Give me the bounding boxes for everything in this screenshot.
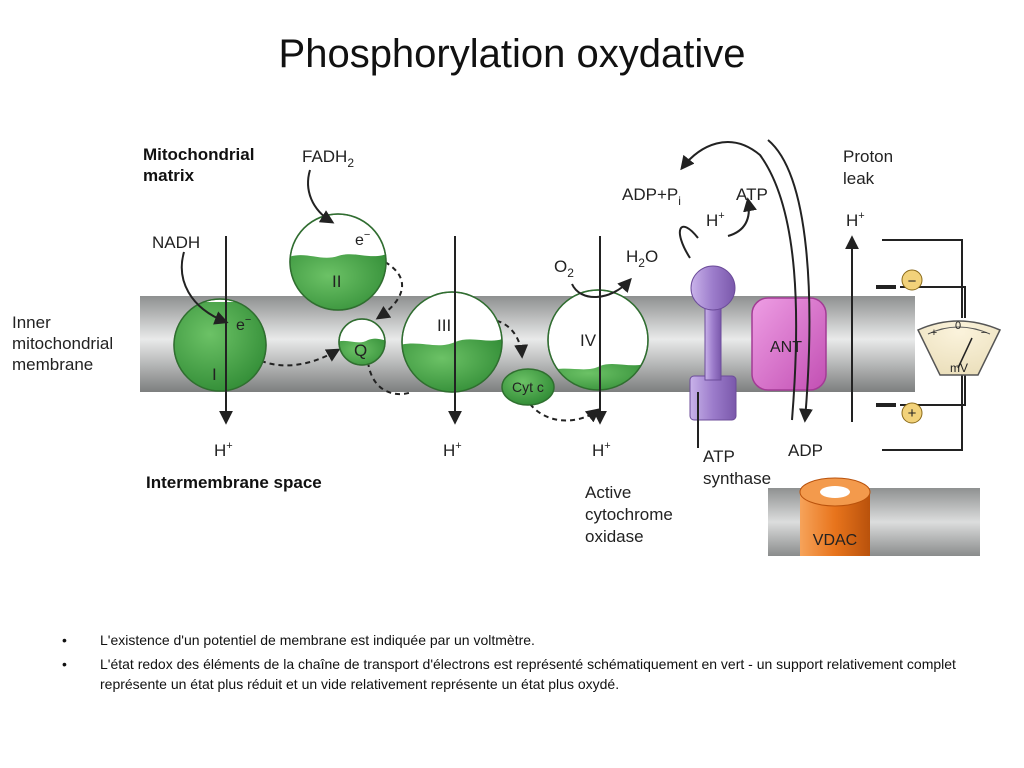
matrix-label-line1: Mitochondrial xyxy=(143,145,254,164)
vdac-channel: VDAC xyxy=(799,477,871,556)
adp-label: ADP xyxy=(788,441,823,460)
bullet-text: L'état redox des éléments de la chaîne d… xyxy=(100,656,956,692)
proton-pump-arrows xyxy=(219,235,859,448)
voltmeter: − + 0 + − mV xyxy=(876,239,1002,451)
proton-complex-iii: H+ xyxy=(443,440,462,460)
ant-label: ANT xyxy=(770,339,802,356)
meter-plus: + xyxy=(931,327,937,339)
atp-synthase-line1: ATP xyxy=(703,447,735,466)
complex-ii-label: II xyxy=(332,272,341,291)
meter-unit: mV xyxy=(950,361,968,375)
bullet-marker: • xyxy=(62,632,67,648)
complex-i-label: I xyxy=(212,365,217,384)
substrate-arrows xyxy=(180,139,813,423)
proton-complex-iv: H+ xyxy=(592,440,611,460)
o2-label: O2 xyxy=(554,257,574,280)
q-label: Q xyxy=(354,341,367,360)
active-oxidase-line3: oxidase xyxy=(585,527,644,546)
electrode-minus: − xyxy=(901,269,923,291)
meter-zero: 0 xyxy=(955,320,961,332)
svg-text:+: + xyxy=(908,405,917,422)
nadh-label: NADH xyxy=(152,233,200,252)
bullet-item: • L'état redox des éléments de la chaîne… xyxy=(62,654,962,694)
intermembrane-label: Intermembrane space xyxy=(146,473,322,492)
atp-synthase xyxy=(689,265,737,421)
electrode-plus: + xyxy=(901,402,923,424)
bullet-text: L'existence d'un potentiel de membrane e… xyxy=(100,632,535,648)
vdac-label: VDAC xyxy=(813,532,857,549)
proton-atp-synthase-top: H+ xyxy=(706,210,725,230)
voltmeter-dial: 0 + − mV xyxy=(916,320,1002,376)
atp-synthase-line2: synthase xyxy=(703,469,771,488)
h2o-label: H2O xyxy=(626,247,658,270)
outer-membrane xyxy=(768,488,980,556)
proton-leak-top: H+ xyxy=(846,210,865,230)
electron-label-i: e− xyxy=(236,314,251,334)
proton-complex-i: H+ xyxy=(214,440,233,460)
inner-membrane-line3: membrane xyxy=(12,355,93,374)
complex-iv-label: IV xyxy=(580,331,597,350)
atp-label: ATP xyxy=(736,185,768,204)
inner-membrane-line2: mitochondrial xyxy=(12,334,113,353)
svg-text:−: − xyxy=(908,273,917,290)
electron-label-ii: e− xyxy=(355,229,370,249)
adp-pi-label: ADP+Pi xyxy=(622,185,681,208)
cytochrome-c: Cyt c xyxy=(501,368,555,406)
proton-leak-line1: Proton xyxy=(843,147,893,166)
proton-leak-line2: leak xyxy=(843,169,875,188)
active-oxidase-line2: cytochrome xyxy=(585,505,673,524)
bullet-item: • L'existence d'un potentiel de membrane… xyxy=(62,630,962,650)
cytc-label: Cyt c xyxy=(512,379,544,395)
complex-iii: III xyxy=(401,291,503,393)
inner-membrane-line1: Inner xyxy=(12,313,51,332)
oxidative-phosphorylation-diagram: VDAC I II Q III Cyt c xyxy=(0,120,1024,560)
matrix-label-line2: matrix xyxy=(143,166,195,185)
active-oxidase-line1: Active xyxy=(585,483,631,502)
bullet-marker: • xyxy=(62,656,67,672)
ant-transporter: ANT xyxy=(751,297,827,391)
complex-iii-label: III xyxy=(437,316,451,335)
slide-title: Phosphorylation oxydative xyxy=(278,32,746,76)
complex-i: I xyxy=(173,298,267,392)
fadh2-label: FADH2 xyxy=(302,147,354,170)
bullet-list: • L'existence d'un potentiel de membrane… xyxy=(62,630,962,698)
meter-minus: − xyxy=(981,327,987,339)
